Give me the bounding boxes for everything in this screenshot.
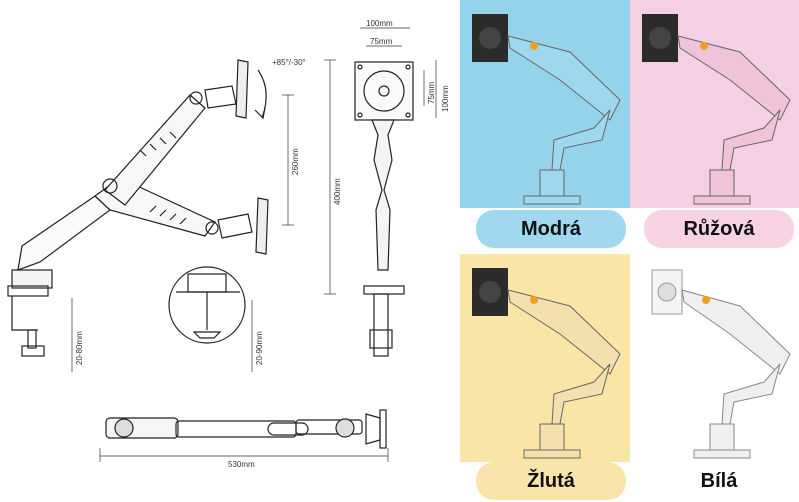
variant-white-label: Bílá [644,462,794,500]
monitor-arm-white [651,269,791,459]
variant-yellow-photo [460,254,630,462]
tilt-dim: +85°/-30° [272,58,306,67]
monitor-arm-pink [642,14,791,205]
variant-yellow-label: Žlutá [476,462,626,500]
variant-white-photo [630,254,799,462]
arm-reach-dim: 260mm [291,148,300,175]
clamp-range-left-dim: 20-80mm [75,331,84,365]
variant-pink-photo [630,0,799,208]
plate-height-dim: 100mm [441,85,450,112]
plate-width-dim: 100mm [366,19,393,28]
hole-spacing-dim: 75mm [370,37,393,46]
variant-pink-label: Růžová [644,210,794,248]
hole-spacing-vertical-dim: 75mm [427,81,436,104]
monitor-arm-blue [472,14,621,205]
monitor-arm-yellow [472,268,621,459]
total-height-dim: 400mm [333,178,342,205]
technical-drawing: +85°/-30° 100mm 75mm 100mm 75mm 260mm 40… [7,19,450,469]
line-drawing [7,27,437,462]
clamp-range-right-dim: 20-90mm [255,331,264,365]
variant-blue-label: Modrá [476,210,626,248]
total-length-dim: 530mm [228,460,255,469]
variant-blue-photo [460,0,630,208]
